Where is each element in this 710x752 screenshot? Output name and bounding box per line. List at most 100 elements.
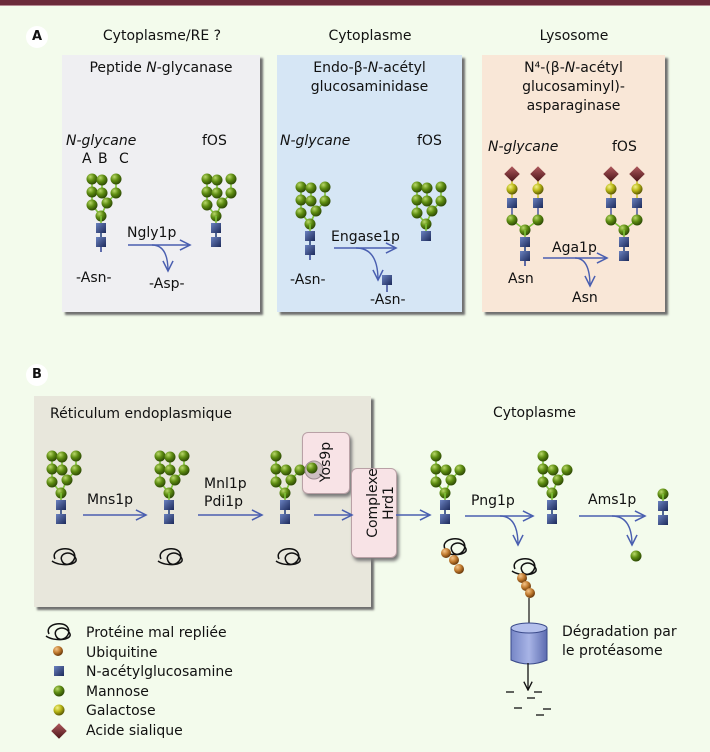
mannose-icon xyxy=(154,476,166,488)
glcnac-icon xyxy=(211,237,221,247)
glcnac-icon xyxy=(56,514,66,524)
anchor-label-1: -Asn- xyxy=(76,270,112,286)
panel-b-badge: B xyxy=(26,364,48,386)
hrd1-complex-box xyxy=(351,468,397,558)
glcnac-icon xyxy=(658,501,668,511)
mannose-icon xyxy=(154,450,166,462)
mannose-icon xyxy=(430,450,442,462)
ubiquitin-icon xyxy=(525,588,535,598)
glcnac-icon xyxy=(606,198,616,208)
ubiquitin-icon xyxy=(53,646,63,656)
glcnac-icon xyxy=(164,514,174,524)
misfolded-protein-icon xyxy=(275,548,301,566)
mannose-icon xyxy=(201,199,213,211)
mannose-icon xyxy=(421,195,433,207)
mannose-icon xyxy=(547,464,559,476)
mannose-icon xyxy=(411,181,423,193)
mannose-icon xyxy=(110,187,122,199)
misfolded-protein-icon xyxy=(45,623,71,641)
glcnac-icon xyxy=(619,237,629,247)
anchor-label-2: -Asn- xyxy=(290,272,326,288)
branch-label-b: B xyxy=(98,151,108,167)
mannose-icon xyxy=(86,173,98,185)
ubiquitin-icon xyxy=(449,555,459,565)
cytoplasm-label: Cytoplasme xyxy=(493,405,577,421)
mannose-icon xyxy=(211,174,223,186)
legend-label-misfolded: Protéine mal repliée xyxy=(86,625,227,641)
aga1p-byproduct-arrow xyxy=(574,257,590,286)
glcnac-icon xyxy=(96,223,106,233)
mannose-icon xyxy=(294,464,306,476)
mannose-icon xyxy=(537,476,549,488)
mannose-icon xyxy=(169,474,181,486)
proteasome-icon xyxy=(510,628,548,665)
product-label-3: fOS xyxy=(612,139,637,155)
mannose-icon xyxy=(178,450,190,462)
er-label: Réticulum endoplasmique xyxy=(50,406,232,422)
mannose-icon xyxy=(305,195,317,207)
legend-label-glcnac: N-acétylglucosamine xyxy=(86,664,233,680)
ubiquitin-icon xyxy=(454,564,464,574)
mannose-icon xyxy=(285,474,297,486)
mannose-icon xyxy=(96,174,108,186)
galactose-icon xyxy=(506,183,518,195)
branch-label-a: A xyxy=(82,151,92,167)
yos9p-label: Yos9p xyxy=(318,441,334,483)
enzyme-title-3a: N⁴-(β-N-acétyl xyxy=(524,60,623,76)
step-mns1p: Mns1p xyxy=(87,492,134,508)
mannose-icon xyxy=(46,476,58,488)
mannose-icon xyxy=(164,451,176,463)
glcnac-icon xyxy=(211,223,221,233)
mannose-icon xyxy=(110,173,122,185)
mannose-icon xyxy=(270,476,282,488)
ubiquitin-icon xyxy=(517,573,527,583)
misfolded-protein-icon xyxy=(157,548,183,566)
mannose-icon xyxy=(225,187,237,199)
location-label-2: Cytoplasme xyxy=(328,28,412,44)
mannose-icon xyxy=(430,463,442,475)
anchor-label-3: Asn xyxy=(508,271,534,287)
product-label-2: fOS xyxy=(417,133,442,149)
panel-a-badge: A xyxy=(26,26,48,48)
galactose-icon xyxy=(532,183,544,195)
glcnac-icon xyxy=(547,500,557,510)
mannose-icon xyxy=(532,214,544,226)
mannose-icon xyxy=(280,464,292,476)
mannose-icon xyxy=(225,173,237,185)
glcnac-icon xyxy=(632,198,642,208)
byproduct-label-2: -Asn- xyxy=(370,292,406,308)
glcnac-icon xyxy=(440,514,450,524)
mannose-icon xyxy=(61,474,73,486)
top-border-line xyxy=(0,5,710,6)
mannose-icon xyxy=(86,199,98,211)
glcnac-icon xyxy=(533,198,543,208)
glcnac-icon xyxy=(96,237,106,247)
mannose-icon xyxy=(631,214,643,226)
enzyme-title-3c: asparaginase xyxy=(526,98,621,114)
glcnac-icon xyxy=(305,231,315,241)
mannose-icon xyxy=(552,474,564,486)
ngly1p-byproduct-arrow xyxy=(151,244,168,271)
glcnac-icon xyxy=(305,245,315,255)
misfolded-protein-icon xyxy=(511,558,537,576)
legend-label-ubiquitin: Ubiquitine xyxy=(86,645,158,661)
galactose-icon xyxy=(605,183,617,195)
reaction-label-3: Aga1p xyxy=(552,240,597,256)
product-label-1: fOS xyxy=(202,133,227,149)
mannose-icon xyxy=(537,450,549,462)
step-pdi1p: Pdi1p xyxy=(204,494,244,510)
hrd1-label-2: Hrd1 xyxy=(381,486,397,520)
proteasome-label-1: Dégradation par xyxy=(562,624,677,640)
branch-label-c: C xyxy=(119,151,129,167)
mannose-icon xyxy=(537,463,549,475)
enzyme-title-3b: glucosaminyl)- xyxy=(522,79,625,95)
mannose-icon xyxy=(310,205,322,217)
mannose-icon xyxy=(411,194,423,206)
location-label-3: Lysosome xyxy=(539,28,609,44)
engase-box xyxy=(277,55,462,312)
er-box xyxy=(34,396,371,607)
yos9p-box xyxy=(302,432,350,494)
sialic-acid-icon xyxy=(603,166,619,182)
mannose-icon xyxy=(561,464,573,476)
